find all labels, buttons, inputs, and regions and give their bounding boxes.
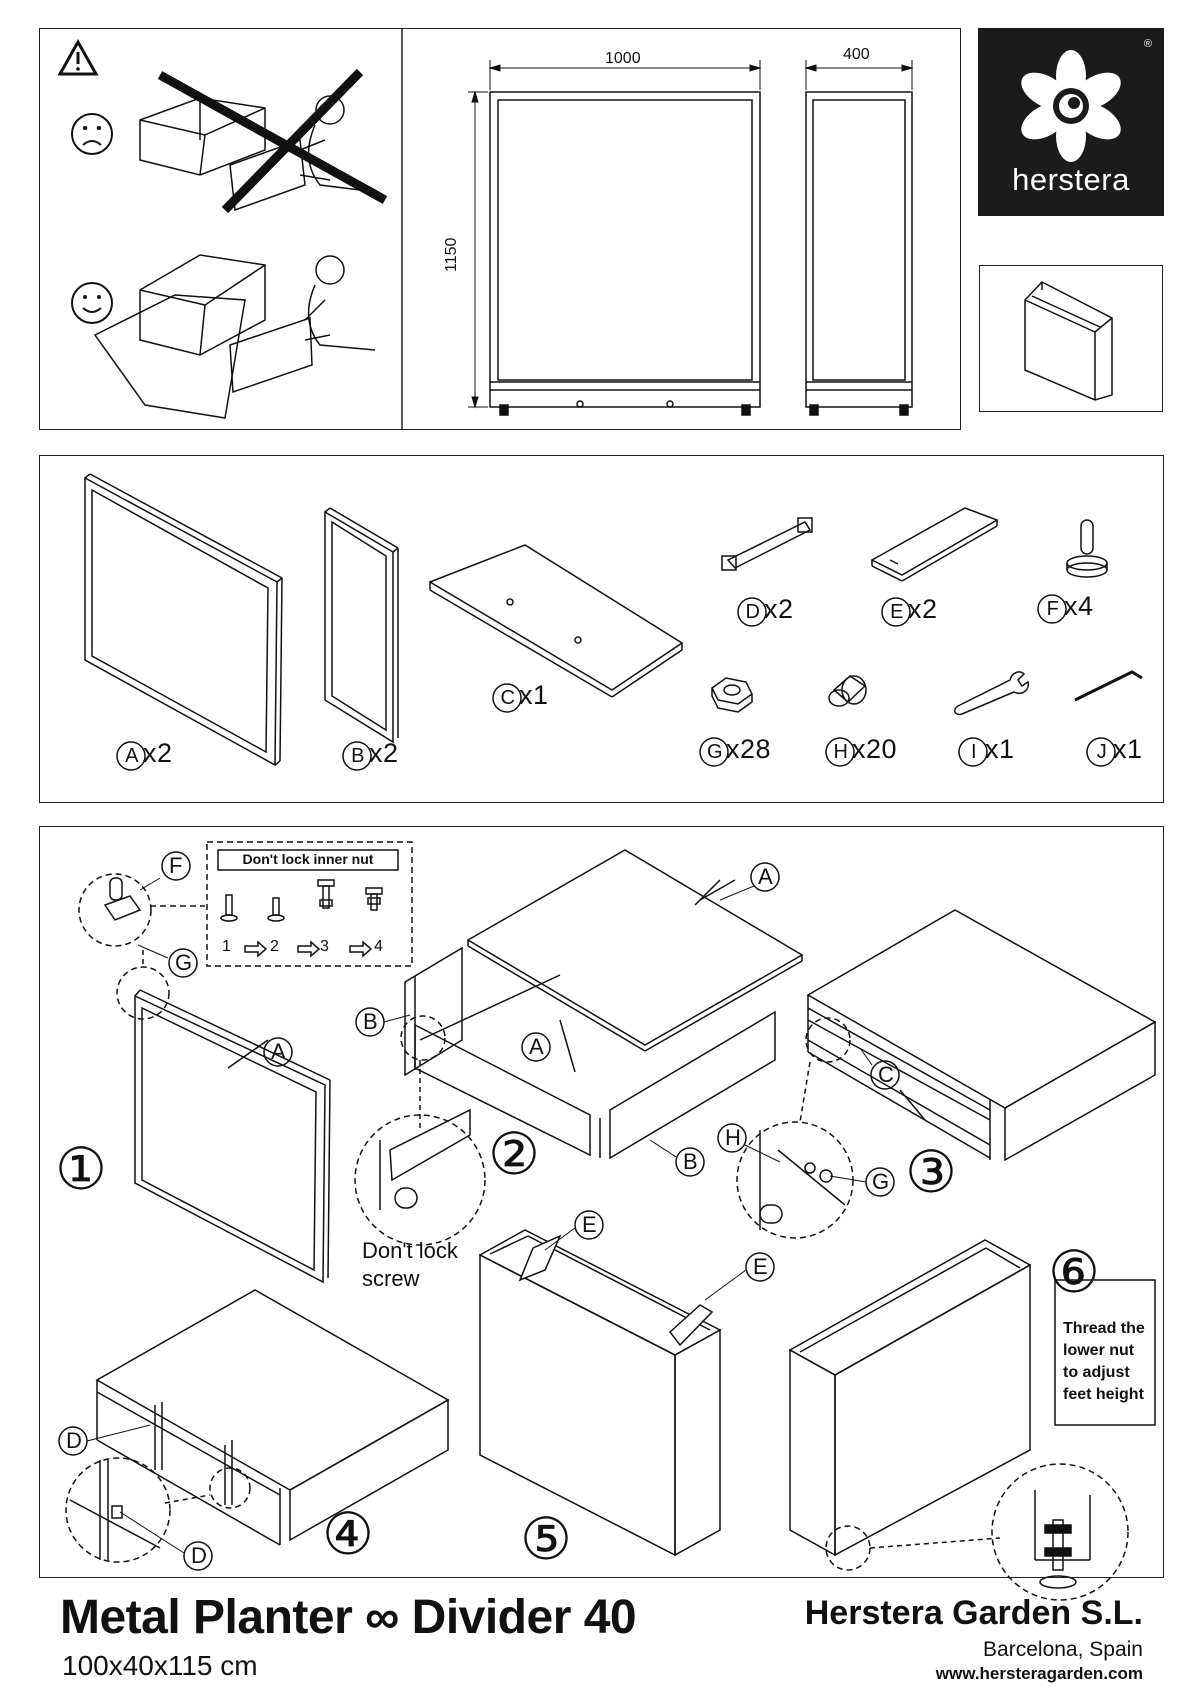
product-title: Metal Planter ∞ Divider 40 (60, 1591, 637, 1644)
part-g-drawing (711, 677, 753, 713)
width-value: 1000 (605, 50, 641, 67)
correct-assembly-illustration (93, 254, 376, 419)
nut-note: Don't lock inner nut (242, 851, 374, 867)
step3-nut-detail (736, 1121, 854, 1239)
front-elevation-drawing (489, 91, 761, 416)
feet-note-box (1054, 1279, 1156, 1426)
parts-panel (39, 455, 1164, 803)
height-dimension (468, 90, 488, 409)
step2-screw-detail (354, 1114, 486, 1246)
brand-name: herstera (1012, 162, 1130, 197)
sad-face-icon (71, 113, 113, 155)
company-website: www.hersteragarden.com (935, 1664, 1143, 1683)
nut-seq-1: 1 (222, 938, 231, 955)
flower-icon (1021, 50, 1121, 162)
callout-e-left: E (582, 1212, 597, 1237)
part-b-drawing (324, 507, 399, 744)
part-a-drawing (84, 473, 283, 767)
callout-h: H (725, 1125, 741, 1150)
width-dimension (488, 60, 762, 90)
step6-box-top (788, 1239, 1032, 1376)
side-elevation-drawing (805, 91, 913, 416)
part-f-drawing (1066, 519, 1108, 578)
steps-panel (39, 826, 1164, 1578)
happy-face-icon (71, 282, 113, 324)
step-4-number: ④ (322, 1502, 374, 1567)
callout-c: C (878, 1062, 894, 1087)
product-thumbnail-frame (979, 265, 1163, 412)
callout-g-step3: G (872, 1169, 890, 1194)
part-d-drawing (721, 517, 813, 571)
step4-box (95, 1289, 450, 1491)
step6-foot-detail (991, 1463, 1129, 1601)
company-city: Barcelona, Spain (983, 1638, 1143, 1661)
depth-dimension (804, 60, 914, 90)
nut-sequence-box (206, 841, 413, 967)
step2-front-panel-b (609, 1010, 776, 1160)
depth-value: 400 (843, 46, 870, 63)
screw-note-line2: screw (362, 1266, 420, 1291)
part-j-drawing (1074, 670, 1143, 702)
step-3-number: ③ (905, 1140, 957, 1205)
feet-note: Thread the lower nut to adjust feet heig… (1063, 1320, 1145, 1403)
step-5-number: ⑤ (520, 1507, 572, 1572)
callout-g-step1: G (175, 950, 193, 975)
step1-foot-detail (78, 873, 152, 947)
callout-a-step1: A (271, 1039, 286, 1064)
step4-bracket-detail (65, 1457, 171, 1563)
step-callout-circles (58, 851, 900, 1571)
callout-e-right: E (753, 1254, 768, 1279)
step-1-number: ① (55, 1137, 107, 1202)
company-name: Herstera Garden S.L. (804, 1594, 1143, 1632)
callout-d-bottom: D (191, 1543, 207, 1568)
callout-d-top: D (66, 1428, 82, 1453)
nut-seq-3: 3 (320, 938, 329, 955)
product-size: 100x40x115 cm (62, 1650, 258, 1681)
callout-f: F (169, 853, 183, 878)
callout-a-bottom: A (529, 1034, 544, 1059)
callout-b-front: B (683, 1149, 698, 1174)
part-i-drawing (954, 671, 1030, 716)
callout-a-top: A (758, 864, 773, 889)
part-h-drawing (828, 675, 867, 707)
nut-seq-2: 2 (270, 938, 279, 955)
callout-b-side: B (363, 1009, 378, 1034)
brand-logo: ® herstera (978, 28, 1164, 216)
step-6-number: ⑥ (1048, 1240, 1100, 1305)
nut-seq-4: 4 (374, 938, 383, 955)
top-panel (39, 28, 961, 430)
registered-mark: ® (1143, 38, 1152, 50)
screw-note-line1: Don't lock (362, 1238, 458, 1263)
warning-icon (57, 38, 99, 76)
step3-box-top (806, 909, 1157, 1109)
wrong-assembly-illustration (139, 68, 388, 214)
part-letter-circles (116, 594, 1116, 771)
step-2-number: ② (488, 1122, 540, 1187)
part-e-drawing (870, 507, 999, 582)
part-c-drawing (428, 544, 684, 698)
